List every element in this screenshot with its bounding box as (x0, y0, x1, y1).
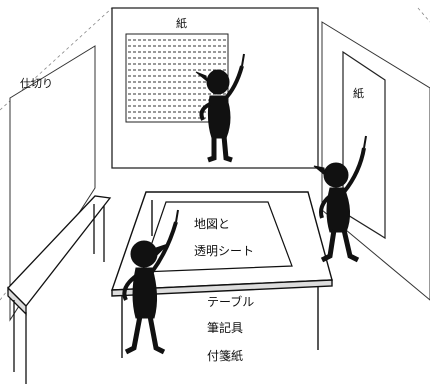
table-label: テーブル (207, 295, 255, 309)
partition-panel (9, 45, 96, 322)
map-sheet (141, 201, 293, 273)
person-back (195, 53, 245, 163)
right-wall-panel (321, 21, 430, 301)
paper-back-label: 紙 (176, 17, 187, 30)
map-label-line-1: 地図と (194, 217, 231, 231)
bench (7, 195, 112, 384)
map-label-line-2: 透明シート (194, 244, 255, 258)
person-table (122, 209, 179, 355)
sticky-notes-label: 付箋紙 (207, 349, 244, 363)
stationery-label: 筆記具 (207, 321, 244, 335)
person-right (313, 135, 367, 263)
partition-label: 仕切り (20, 77, 53, 90)
paper-right-label: 紙 (353, 87, 364, 100)
